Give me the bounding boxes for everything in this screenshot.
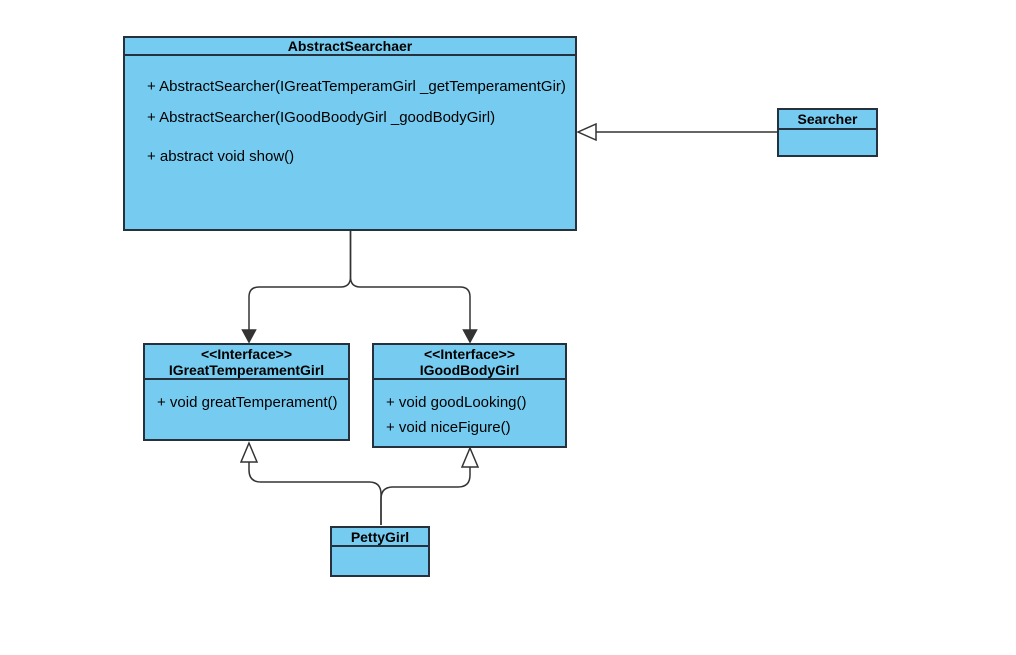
class-header: AbstractSearchaer [125,38,575,56]
interface-member: + void greatTemperament() [157,394,338,411]
hollow-triangle-icon [460,446,480,468]
class-box-searcher[interactable]: Searcher [777,108,878,157]
interface-stereotype: <<Interface>> [423,345,516,362]
class-header: Searcher [779,110,876,130]
filled-arrowhead-icon [241,329,257,344]
realization-pettygirl-to-igreattemperamentgirl[interactable] [239,441,382,525]
hollow-triangle-icon [576,122,597,142]
class-members: + AbstractSearcher(IGreatTemperamGirl _g… [125,56,575,165]
class-header: PettyGirl [332,528,428,547]
class-title: AbstractSearchaer [287,38,413,54]
interface-member: + void niceFigure() [386,419,511,436]
interface-title: IGoodBodyGirl [419,361,520,378]
class-member: + AbstractSearcher(IGreatTemperamGirl _g… [147,78,566,95]
class-title: Searcher [797,111,858,127]
class-title: PettyGirl [350,528,410,545]
association-abstractsearcher-to-igreattemperamentgirl[interactable] [241,230,352,344]
interface-box-igreattemperamentgirl[interactable]: <<Interface>> IGreatTemperamentGirl + vo… [143,343,350,441]
association-abstractsearcher-to-igoodbodygirl[interactable] [349,230,478,344]
interface-stereotype: <<Interface>> [200,345,293,362]
interface-box-igoodbodygirl[interactable]: <<Interface>> IGoodBodyGirl + void goodL… [372,343,567,448]
interface-members: + void goodLooking() + void niceFigure() [374,380,565,436]
class-box-pettygirl[interactable]: PettyGirl [330,526,430,577]
interface-header: <<Interface>> IGreatTemperamentGirl [145,345,348,380]
generalization-searcher-to-abstractsearcher[interactable] [576,122,777,142]
class-member: + AbstractSearcher(IGoodBoodyGirl _goodB… [147,109,496,126]
interface-members: + void greatTemperament() [145,380,348,411]
filled-arrowhead-icon [462,329,478,344]
hollow-triangle-icon [239,441,259,463]
class-box-abstractsearcher[interactable]: AbstractSearchaer + AbstractSearcher(IGr… [123,36,577,231]
interface-header: <<Interface>> IGoodBodyGirl [374,345,565,380]
realization-pettygirl-to-igoodbodygirl[interactable] [380,446,480,525]
class-member: + abstract void show() [147,148,295,165]
interface-title: IGreatTemperamentGirl [168,361,325,378]
interface-member: + void goodLooking() [386,394,527,411]
